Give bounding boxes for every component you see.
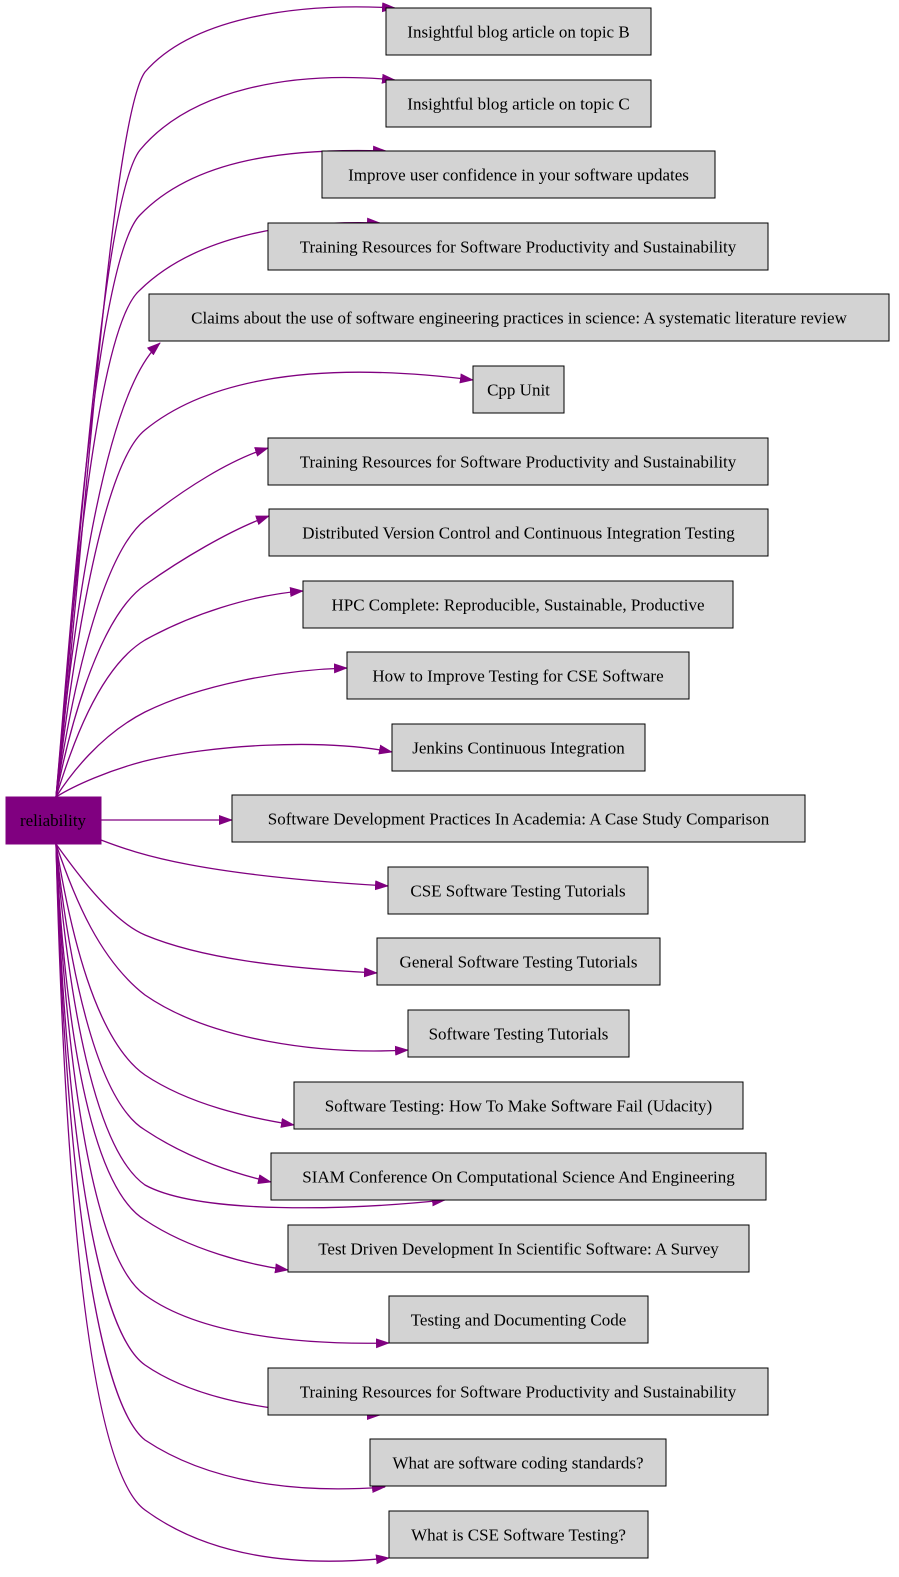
- resource-node-label: Cpp Unit: [487, 381, 550, 400]
- resource-node-13[interactable]: General Software Testing Tutorials: [376, 937, 661, 986]
- resource-node-10[interactable]: Jenkins Continuous Integration: [391, 723, 646, 772]
- resource-node-20[interactable]: What are software coding standards?: [369, 1438, 667, 1487]
- resource-node-label: SIAM Conference On Computational Science…: [302, 1168, 735, 1187]
- resource-node-0[interactable]: Insightful blog article on topic B: [385, 7, 652, 56]
- resource-node-label: What are software coding standards?: [392, 1454, 643, 1473]
- edge-9: [55, 663, 348, 798]
- resource-node-box: [391, 723, 646, 772]
- hub-node-box: [5, 796, 102, 845]
- resource-node-label: CSE Software Testing Tutorials: [410, 882, 625, 901]
- edge-16: [55, 843, 272, 1185]
- edge-6: [55, 447, 269, 798]
- resource-node-box: [387, 866, 649, 915]
- edge-17: [55, 843, 446, 1209]
- resource-node-label: What is CSE Software Testing?: [411, 1526, 626, 1545]
- resource-node-12[interactable]: CSE Software Testing Tutorials: [387, 866, 649, 915]
- resource-node-6[interactable]: Training Resources for Software Producti…: [267, 437, 769, 486]
- resource-node-box: [302, 580, 734, 629]
- edge-7: [55, 515, 270, 798]
- resource-node-label: How to Improve Testing for CSE Software: [372, 667, 663, 686]
- resource-node-box: [407, 1009, 630, 1058]
- resource-node-box: [376, 937, 661, 986]
- resource-node-box: [472, 365, 565, 414]
- resource-node-label: Training Resources for Software Producti…: [300, 453, 737, 472]
- resource-node-box: [385, 7, 652, 56]
- resource-node-box: [267, 222, 769, 271]
- resource-node-15[interactable]: Software Testing: How To Make Software F…: [293, 1081, 744, 1130]
- edge-19: [55, 843, 390, 1349]
- hub-node-label: reliability: [20, 811, 87, 830]
- resource-node-label: HPC Complete: Reproducible, Sustainable,…: [331, 596, 704, 615]
- resource-node-label: Improve user confidence in your software…: [348, 166, 689, 185]
- resource-node-box: [388, 1295, 649, 1344]
- resource-node-18[interactable]: Testing and Documenting Code: [388, 1295, 649, 1344]
- resource-node-5[interactable]: Cpp Unit: [472, 365, 565, 414]
- resource-node-label: Training Resources for Software Producti…: [300, 238, 737, 257]
- edge-13: [55, 843, 378, 978]
- resource-node-label: Jenkins Continuous Integration: [412, 739, 625, 758]
- edge-15: [55, 843, 295, 1128]
- edge-8: [55, 586, 304, 798]
- resource-node-box: [267, 1367, 769, 1416]
- resource-node-14[interactable]: Software Testing Tutorials: [407, 1009, 630, 1058]
- edge-18: [55, 843, 289, 1274]
- resource-node-box: [287, 1224, 750, 1273]
- resource-node-4[interactable]: Claims about the use of software enginee…: [148, 293, 890, 342]
- edge-21: [55, 843, 386, 1493]
- resource-node-box: [231, 794, 806, 843]
- nodes: Insightful blog article on topic B Insigh…: [148, 7, 890, 1559]
- resource-node-box: [321, 150, 716, 199]
- resource-node-label: Claims about the use of software enginee…: [191, 309, 847, 328]
- resource-node-label: Insightful blog article on topic C: [407, 95, 629, 114]
- resource-node-8[interactable]: HPC Complete: Reproducible, Sustainable,…: [302, 580, 734, 629]
- resource-node-label: Software Testing: How To Make Software F…: [325, 1097, 712, 1116]
- resource-node-label: Distributed Version Control and Continuo…: [302, 524, 735, 543]
- resource-node-box: [385, 79, 652, 128]
- edge-4: [55, 342, 161, 798]
- resource-node-21[interactable]: What is CSE Software Testing?: [388, 1510, 649, 1559]
- hub-node[interactable]: reliability: [5, 796, 102, 845]
- resource-node-label: Insightful blog article on topic B: [407, 23, 629, 42]
- resource-node-19[interactable]: Training Resources for Software Producti…: [267, 1367, 769, 1416]
- resource-node-9[interactable]: How to Improve Testing for CSE Software: [346, 651, 690, 700]
- resource-node-box: [369, 1438, 667, 1487]
- edges: [55, 2, 474, 1565]
- edge-22: [55, 843, 390, 1565]
- resource-node-label: Testing and Documenting Code: [411, 1311, 627, 1330]
- edge-10: [55, 743, 393, 798]
- resource-node-box: [148, 293, 890, 342]
- resource-node-label: Training Resources for Software Producti…: [300, 1383, 737, 1402]
- resource-node-label: General Software Testing Tutorials: [400, 953, 638, 972]
- resource-node-box: [268, 508, 769, 557]
- resource-node-box: [270, 1152, 767, 1201]
- resource-node-box: [346, 651, 690, 700]
- resource-node-label: Software Testing Tutorials: [429, 1025, 609, 1044]
- resource-node-7[interactable]: Distributed Version Control and Continuo…: [268, 508, 769, 557]
- resource-node-1[interactable]: Insightful blog article on topic C: [385, 79, 652, 128]
- edge-0: [55, 2, 396, 798]
- resource-node-label: Test Driven Development In Scientific So…: [318, 1240, 719, 1259]
- resource-node-16[interactable]: SIAM Conference On Computational Science…: [270, 1152, 767, 1201]
- resource-node-2[interactable]: Improve user confidence in your software…: [321, 150, 716, 199]
- resource-node-box: [267, 437, 769, 486]
- resource-node-box: [293, 1081, 744, 1130]
- edge-2: [55, 145, 387, 798]
- edge-12: [100, 839, 389, 891]
- resource-node-box: [388, 1510, 649, 1559]
- resource-node-17[interactable]: Test Driven Development In Scientific So…: [287, 1224, 750, 1273]
- resource-node-label: Software Development Practices In Academ…: [268, 810, 770, 829]
- resource-node-3[interactable]: Training Resources for Software Producti…: [267, 222, 769, 271]
- resource-node-11[interactable]: Software Development Practices In Academ…: [231, 794, 806, 843]
- edge-14: [55, 843, 409, 1056]
- edge-5: [55, 371, 474, 798]
